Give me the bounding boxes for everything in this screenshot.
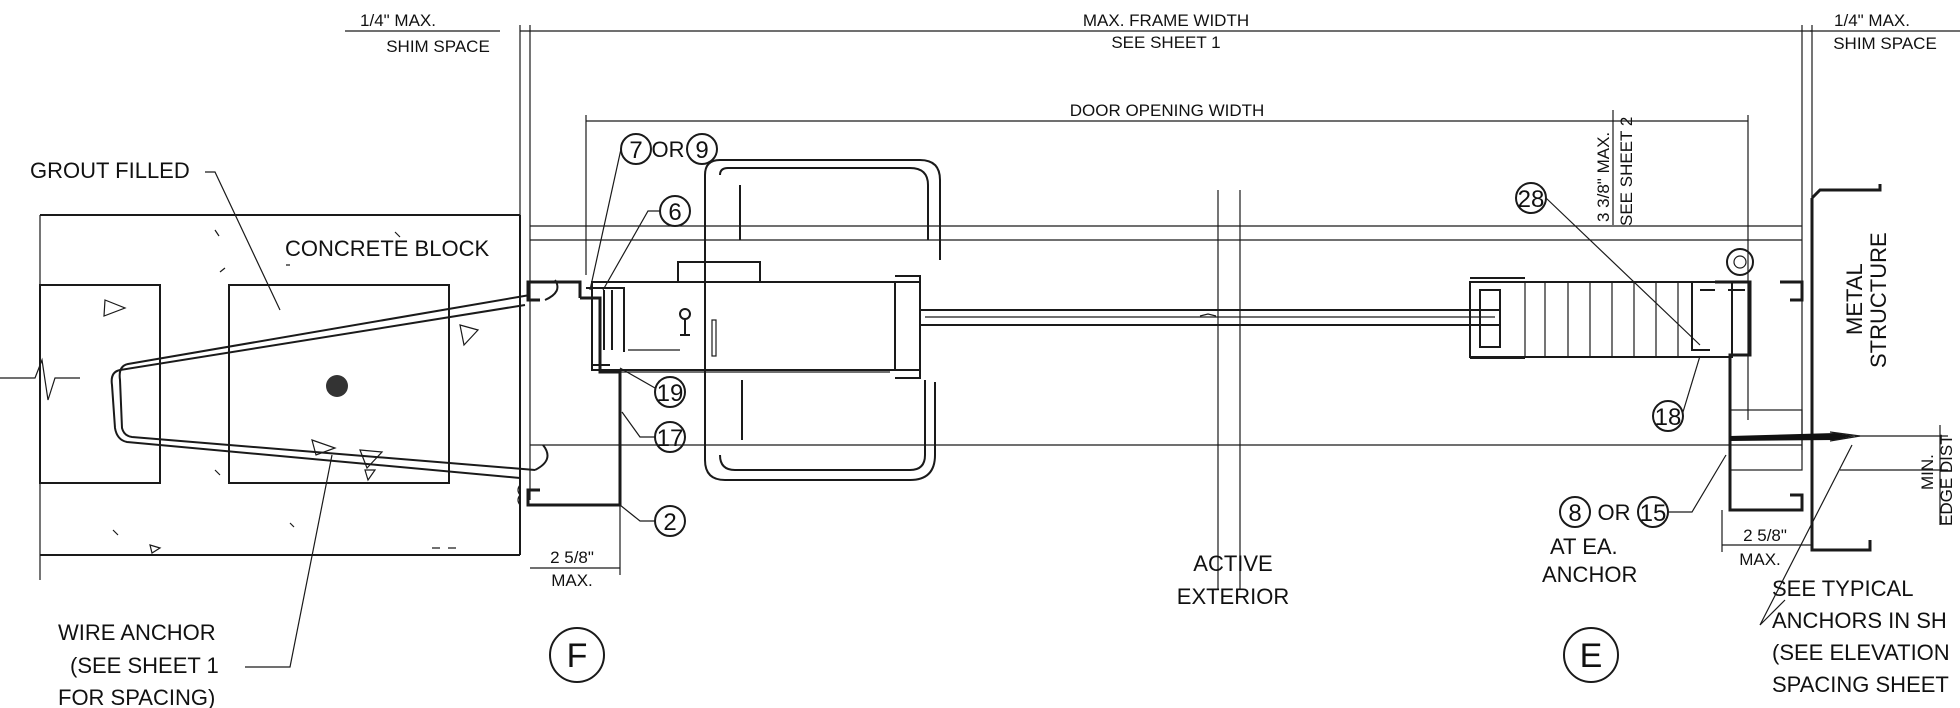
anchor-label: ANCHOR: [1542, 562, 1637, 587]
see-sheet-2-label: SEE SHEET 2: [1617, 117, 1636, 226]
left-2-5-8-label: 2 5/8": [550, 548, 594, 567]
callout-15: 15: [1640, 500, 1667, 527]
inactive-door-leaf: [1469, 277, 1733, 359]
right-jamb-frame: [1691, 184, 1948, 552]
left-max-label: MAX.: [551, 571, 593, 590]
left-shim-max-label: 1/4" MAX.: [360, 11, 436, 30]
right-max-label: MAX.: [1739, 550, 1781, 569]
metal-label: METAL: [1842, 263, 1867, 335]
at-ea-label: AT EA.: [1550, 534, 1618, 559]
callout-28: 28: [1518, 186, 1545, 213]
left-jamb-frame: [517, 280, 625, 507]
edge-dist-label: EDGE DIST: [1937, 434, 1956, 526]
left-shim-space-label: SHIM SPACE: [386, 37, 490, 56]
see-typical-label: SEE TYPICAL: [1772, 576, 1913, 601]
wire-anchor-spacing-label: FOR SPACING): [58, 685, 215, 708]
min-label: MIN.: [1918, 454, 1937, 490]
callout-6: 6: [668, 199, 681, 226]
top-dimensions: 1/4" MAX. SHIM SPACE MAX. FRAME WIDTH SE…: [345, 11, 1960, 500]
callouts: 7 OR 9 6 19 17 2 28 18 8 OR 15: [589, 133, 1727, 537]
see-elevation-label: (SEE ELEVATION: [1772, 640, 1950, 665]
callout-or-7-9: OR: [652, 137, 685, 162]
door-opening-width-label: DOOR OPENING WIDTH: [1070, 101, 1265, 120]
callout-7: 7: [629, 137, 642, 164]
callout-or-8-15: OR: [1598, 500, 1631, 525]
callout-8: 8: [1568, 500, 1581, 527]
spacing-sheet-label: SPACING SHEET: [1772, 672, 1949, 697]
background-lines: [530, 190, 1802, 590]
section-F: F: [567, 637, 588, 675]
callout-9: 9: [695, 137, 708, 164]
section-E: E: [1580, 637, 1603, 675]
active-label: ACTIVE: [1193, 551, 1272, 576]
right-shim-space-label: SHIM SPACE: [1833, 34, 1937, 53]
concrete-block-wall: [0, 214, 559, 580]
grout-core-dot: [326, 375, 348, 397]
left-labels: GROUT FILLED CONCRETE BLOCK WIRE ANCHOR …: [30, 158, 621, 708]
callout-17: 17: [657, 425, 684, 452]
wire-anchor-label: WIRE ANCHOR: [58, 620, 216, 645]
exterior-label: EXTERIOR: [1177, 584, 1289, 609]
right-labels: METAL STRUCTURE MIN. EDGE DIST 2 5/8" MA…: [1542, 232, 1956, 697]
concrete-block-label: CONCRETE BLOCK: [285, 236, 489, 261]
section-markers: F E: [549, 627, 1619, 683]
anchors-in-sh-label: ANCHORS IN SH: [1772, 608, 1947, 633]
center-labels: ACTIVE EXTERIOR: [1177, 551, 1289, 609]
callout-2: 2: [663, 509, 676, 536]
right-2-5-8-label: 2 5/8": [1743, 526, 1787, 545]
max-frame-width-label: MAX. FRAME WIDTH: [1083, 11, 1249, 30]
wire-anchor-see-sheet-label: (SEE SHEET 1: [70, 653, 219, 678]
handle-pull: [704, 159, 941, 481]
callout-18: 18: [1655, 404, 1682, 431]
max-3-3-8-label: 3 3/8" MAX.: [1594, 132, 1613, 222]
structure-label: STRUCTURE: [1866, 232, 1891, 368]
right-shim-max-label: 1/4" MAX.: [1834, 11, 1910, 30]
active-door-leaf: [591, 261, 1501, 379]
see-sheet-1-label: SEE SHEET 1: [1111, 33, 1220, 52]
grout-filled-label: GROUT FILLED: [30, 158, 190, 183]
callout-19: 19: [657, 380, 684, 407]
